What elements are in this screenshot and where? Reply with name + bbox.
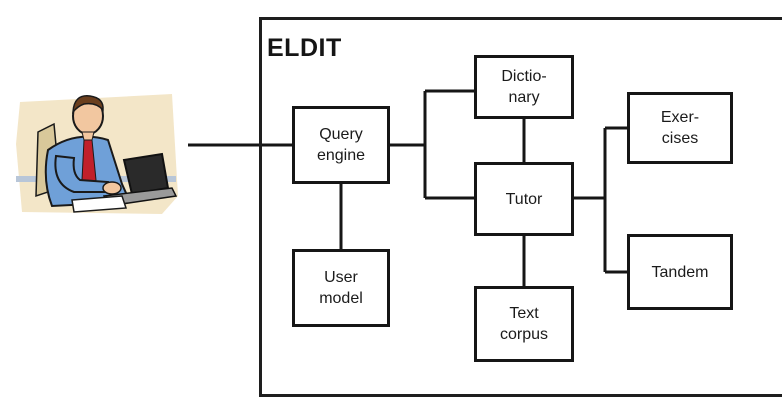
diagram-title: ELDIT (267, 34, 342, 63)
tutor-box: Tutor (474, 162, 574, 236)
user-at-computer-icon (12, 84, 182, 220)
tandem-box: Tandem (627, 234, 733, 310)
query-engine-box: Query engine (292, 106, 390, 184)
text-corpus-box: Text corpus (474, 286, 574, 362)
exercises-box: Exer- cises (627, 92, 733, 164)
user-model-box: User model (292, 249, 390, 327)
dictionary-box: Dictio- nary (474, 55, 574, 119)
